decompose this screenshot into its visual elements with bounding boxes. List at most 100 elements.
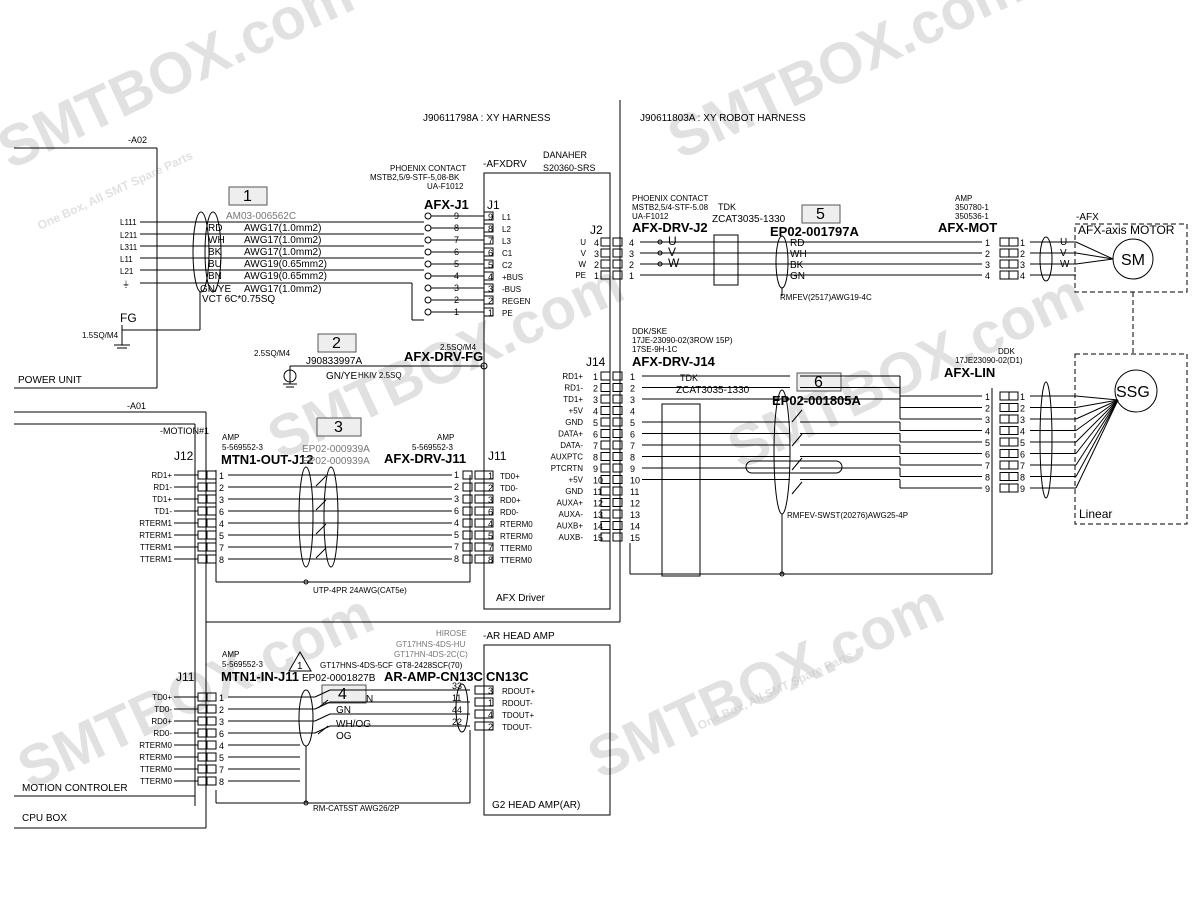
power-pin: L311 bbox=[120, 243, 138, 252]
signal-label: TDOUT- bbox=[502, 723, 532, 732]
twist-mark bbox=[315, 523, 327, 535]
pin-terminal bbox=[600, 532, 611, 542]
pin-number: 2 bbox=[630, 384, 635, 394]
signal-label: +BUS bbox=[502, 273, 523, 282]
signal-label: V bbox=[581, 249, 587, 258]
pin-terminal bbox=[1008, 259, 1019, 269]
pin-number: 2 bbox=[219, 483, 224, 493]
pin-terminal bbox=[474, 482, 485, 492]
pin-terminal bbox=[206, 740, 217, 750]
pin-terminal bbox=[483, 709, 494, 719]
pin-number: 9 bbox=[630, 464, 635, 474]
pin-number: 9 bbox=[593, 464, 598, 474]
pin-terminal bbox=[612, 270, 623, 280]
signal-label: RTERM1 bbox=[139, 531, 172, 540]
signal-label: PE bbox=[575, 271, 586, 280]
sm-motor-icon bbox=[1112, 238, 1154, 280]
wire-awg: AWG17(1.0mm2) bbox=[244, 235, 321, 246]
pin-number: 7 bbox=[630, 441, 635, 451]
connector-name: AFX-DRV-FG bbox=[404, 349, 483, 364]
signal-label: TTERM1 bbox=[140, 555, 173, 564]
pin-terminal bbox=[462, 530, 473, 540]
pin-number: 10 bbox=[630, 476, 640, 486]
right-name: AFX-DRV-J11 bbox=[384, 451, 466, 466]
motion-controller: -A01 -MOTION#1 J12 J11 MOTION CONTROLER … bbox=[14, 401, 224, 829]
sensor-lead bbox=[1075, 399, 1119, 408]
signal-label: L1 bbox=[502, 213, 511, 222]
pin-terminal bbox=[999, 414, 1010, 424]
pin-number: 4 bbox=[488, 710, 493, 720]
right-model: 350536-1 bbox=[955, 212, 989, 221]
junction-dot bbox=[657, 250, 663, 256]
cpu-box-label: CPU BOX bbox=[22, 813, 67, 824]
pin-number: 1 bbox=[1020, 392, 1025, 402]
wire-color: WH/OG bbox=[336, 719, 371, 730]
phase-label: U bbox=[1060, 237, 1067, 248]
pin-terminal bbox=[600, 259, 611, 269]
signal-label: PTCRTN bbox=[551, 464, 584, 473]
connector-name: AFX-J1 bbox=[424, 197, 469, 212]
connector-model: GT17HNS-4DS-HU bbox=[396, 640, 466, 649]
signal-label: REGEN bbox=[502, 297, 531, 306]
connector-maker: PHOENIX CONTACT bbox=[390, 164, 466, 173]
pin-number: 7 bbox=[488, 236, 493, 246]
pin-terminal bbox=[474, 709, 485, 719]
pin-terminal bbox=[612, 248, 623, 258]
pin-number: 3 bbox=[1020, 260, 1025, 270]
pin-terminal bbox=[483, 518, 494, 528]
signal-label: RD1- bbox=[564, 384, 583, 393]
connector-model: UA-F1012 bbox=[427, 182, 464, 191]
signal-label: GND bbox=[565, 418, 583, 427]
pin-terminal bbox=[483, 542, 494, 552]
motor-lead bbox=[1075, 252, 1114, 260]
pin-number: 6 bbox=[488, 248, 493, 258]
signal-label: AUXA- bbox=[559, 510, 584, 519]
pin-number: 6 bbox=[593, 430, 598, 440]
head-amp-label: G2 HEAD AMP(AR) bbox=[492, 800, 580, 811]
left-name: MTN1-IN-J11 bbox=[221, 669, 299, 684]
driver-model: S20360-SRS bbox=[543, 163, 596, 173]
pin-number: 6 bbox=[1020, 450, 1025, 460]
pin-terminal bbox=[600, 463, 611, 473]
twist-mark bbox=[791, 481, 803, 495]
core-model: ZCAT3035-1330 bbox=[712, 214, 786, 225]
wire-awg: AWG19(0.65mm2) bbox=[244, 259, 327, 270]
pin-terminal bbox=[483, 685, 494, 695]
pin-terminal bbox=[612, 532, 623, 542]
twist-mark bbox=[315, 547, 327, 559]
fg-size-left: 2.5SQ/M4 bbox=[254, 349, 291, 358]
pin-number: 13 bbox=[630, 510, 640, 520]
fg-size: 1.5SQ/M4 bbox=[82, 331, 119, 340]
screw-terminal-icon bbox=[424, 248, 432, 256]
right-maker: AMP bbox=[437, 433, 454, 442]
pin-number: 12 bbox=[630, 499, 640, 509]
power-pin: L11 bbox=[120, 255, 133, 264]
junction-dot bbox=[779, 571, 785, 577]
right-model: 350780-1 bbox=[955, 203, 989, 212]
wire-color: GN/YE bbox=[326, 371, 357, 382]
wire-color: RD bbox=[208, 223, 222, 234]
pin-number: 2 bbox=[985, 404, 990, 414]
signal-label: RD1- bbox=[153, 483, 172, 492]
pin-number: 4 bbox=[985, 427, 990, 437]
sensor-lead bbox=[1075, 399, 1119, 489]
driver-ref: -AFXDRV bbox=[483, 159, 527, 170]
tag-number: 4 bbox=[338, 686, 347, 703]
pin-terminal bbox=[206, 764, 217, 774]
tag-number: 5 bbox=[816, 206, 825, 223]
warning-icon bbox=[288, 651, 312, 672]
core-model: ZCAT3035-1330 bbox=[676, 385, 750, 396]
power-unit: -A02 POWER UNIT L111 L211 L311 L11 L21 ⏚… bbox=[14, 135, 158, 389]
harness-5: J2 PHOENIX CONTACT MSTB2,5/4-STF-5.08 UA… bbox=[575, 194, 1114, 302]
warning-number: 1 bbox=[297, 661, 303, 672]
pin-terminal bbox=[206, 692, 217, 702]
wire-color: RD bbox=[790, 238, 804, 249]
right-maker: DDK bbox=[998, 347, 1016, 356]
signal-label: TD1+ bbox=[152, 495, 172, 504]
signal-label: RTERM0 bbox=[139, 741, 172, 750]
pin-number: 2 bbox=[488, 483, 493, 493]
controller-label: MOTION CONTROLER bbox=[22, 783, 128, 794]
pin-terminal bbox=[462, 494, 473, 504]
